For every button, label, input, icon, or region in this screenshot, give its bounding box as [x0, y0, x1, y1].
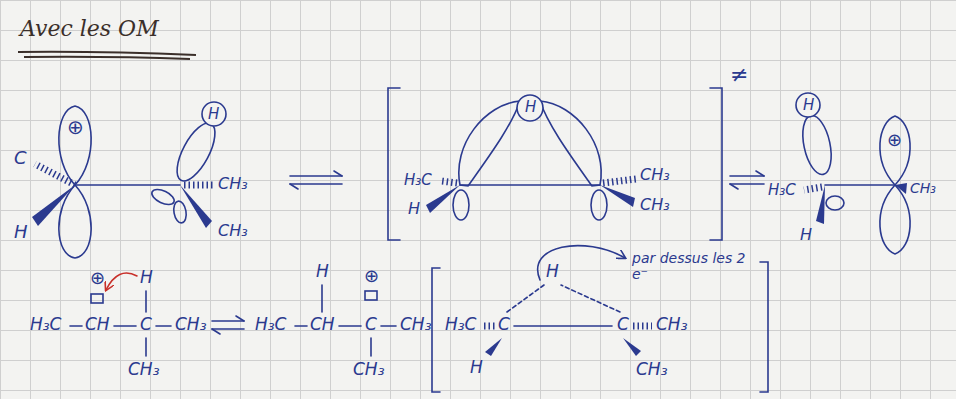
bracket [432, 268, 440, 392]
hashed-wedge [441, 181, 457, 183]
group-label: H₃C [768, 182, 796, 199]
atom-label: H [470, 358, 483, 378]
group-label: CH₃ [656, 315, 687, 335]
p-orbital-lobe [59, 106, 91, 185]
curved-arrow [106, 273, 137, 290]
bracket [388, 88, 400, 240]
sp3-orbital-lobe [826, 196, 844, 210]
group-label: CH₃ [218, 175, 248, 193]
group-label: CH₃ [640, 196, 670, 214]
hydrogen-circle [202, 102, 226, 126]
bracket [710, 88, 722, 240]
hashed-wedge [484, 323, 495, 330]
atom-label: H [803, 97, 814, 114]
hydrogen-circle [517, 95, 543, 121]
orbital-lobe [540, 101, 601, 186]
atom-label: C [617, 315, 629, 335]
atom-label: H [140, 268, 153, 288]
bond [156, 325, 171, 327]
group-label: CH₃ [218, 222, 248, 240]
atom-label: H [316, 262, 329, 282]
bracket [760, 262, 768, 392]
sp3-orbital-lobe [169, 118, 222, 187]
bold-wedge [426, 185, 460, 213]
atom-label: H [14, 222, 28, 243]
group-label: H₃C [30, 315, 61, 335]
bold-wedge [623, 338, 641, 356]
charge-symbol: ⊕ [67, 116, 84, 139]
partial-bond [507, 285, 544, 312]
group-label: H₃C [445, 315, 476, 335]
atom-label: H [800, 226, 812, 244]
bond [295, 325, 307, 327]
charge-symbol: ⊕ [90, 268, 105, 289]
atom-label: H [208, 106, 219, 123]
group-label: CH₃ [175, 315, 206, 335]
atom-label: C [140, 315, 152, 335]
partial-bond [561, 285, 620, 312]
bold-wedge [895, 183, 907, 194]
bold-wedge [600, 185, 635, 207]
orbital-lobe [459, 101, 520, 186]
bold-wedge [32, 185, 75, 226]
group-label: H₃C [255, 315, 286, 335]
page-title: Avec les OM [20, 16, 159, 41]
charge-symbol: ⊕ [364, 266, 379, 287]
bond [381, 325, 396, 327]
group-label: CH₃ [910, 180, 936, 196]
group-label: CH₃ [636, 360, 667, 380]
group-label: CH₃ [400, 315, 431, 335]
atom-label: C [498, 315, 510, 335]
bold-wedge [485, 338, 502, 356]
group-label: CH [85, 315, 110, 335]
group-label: CH [310, 315, 335, 335]
bond [114, 325, 136, 327]
charge-symbol: ⊕ [887, 130, 902, 151]
hashed-wedge [633, 323, 652, 330]
group-label: CH₃ [128, 360, 159, 380]
bond [825, 184, 895, 186]
empty-orbital [91, 294, 103, 303]
equilibrium-arrow [730, 171, 764, 189]
bond [70, 325, 82, 327]
bond [370, 338, 372, 356]
p-orbital-lobe [880, 185, 910, 254]
hashed-wedge [184, 182, 214, 189]
atom-label: H [525, 99, 536, 116]
bond [75, 184, 180, 186]
bond [145, 338, 147, 356]
equilibrium-arrow [212, 316, 244, 334]
bond [514, 325, 612, 327]
sp3-orbital-lobe [172, 200, 188, 224]
sp3-orbital-lobe [150, 186, 177, 207]
atom-label: H [546, 262, 559, 282]
group-label: CH₃ [353, 360, 384, 380]
atom-label: H [408, 200, 420, 218]
orbital-lobe [591, 190, 607, 220]
atom-label: C [14, 148, 27, 169]
p-orbital-lobe [880, 116, 910, 185]
hashed-wedge [35, 164, 75, 185]
orbital-lobe [453, 190, 469, 220]
bond [460, 184, 600, 186]
annotation-note: par dessus les 2 e⁻ [632, 250, 752, 282]
bond [145, 291, 147, 312]
equilibrium-arrow [290, 171, 342, 189]
bold-wedge [180, 185, 212, 228]
group-label: H₃C [404, 172, 432, 189]
hashed-wedge [804, 187, 822, 190]
atom-label: C [365, 315, 377, 335]
sp3-orbital-lobe [798, 113, 836, 177]
bond [339, 325, 361, 327]
empty-orbital [365, 291, 377, 300]
title-underline [18, 52, 196, 59]
transition-state-mark: ≠ [730, 62, 748, 87]
bold-wedge [816, 185, 825, 224]
group-label: CH₃ [640, 166, 670, 184]
bond [321, 285, 323, 312]
hydrogen-circle [796, 93, 820, 117]
hashed-wedge [603, 179, 636, 183]
